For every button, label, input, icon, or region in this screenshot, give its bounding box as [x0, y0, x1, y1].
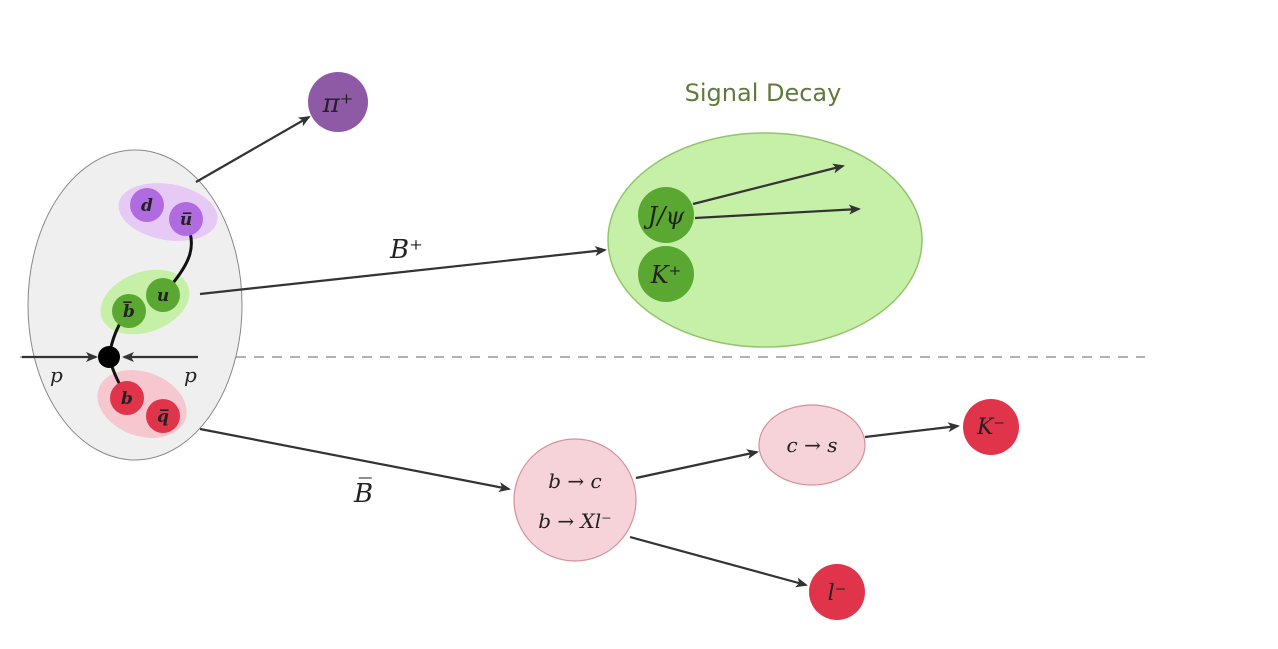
- collision-vertex: [98, 346, 120, 368]
- lepton-arrow: [629, 535, 808, 588]
- u-bar-quark: [169, 202, 203, 236]
- proton-left-label: p: [50, 363, 63, 387]
- u-bar-quark-label: u̅: [180, 210, 192, 230]
- k-minus-particle: [963, 399, 1019, 455]
- pion-arrow: [195, 116, 311, 183]
- b-quark: [110, 381, 144, 415]
- b-to-xl-label: b → Xl⁻: [538, 509, 611, 533]
- b-plus-arrow: [199, 246, 607, 296]
- k-plus-particle: [638, 246, 694, 302]
- b-to-c-label: b → c: [548, 469, 601, 493]
- pion-particle: [308, 72, 368, 132]
- q-bar-quark-label: q̅: [157, 407, 169, 427]
- lepton-particle: [809, 564, 865, 620]
- k-minus-label: K⁻: [976, 415, 1005, 440]
- b-quark-label: b: [121, 389, 133, 409]
- u-quark-label: u: [157, 286, 169, 306]
- b-bar-label: B̅: [353, 477, 373, 509]
- jpsi-particle: [638, 187, 694, 243]
- b-decay-bubble: [513, 438, 637, 562]
- c-decay-bubble: [758, 404, 866, 486]
- c-to-s-label: c → s: [787, 433, 838, 457]
- k-plus-label: K⁺: [650, 261, 682, 289]
- b-bar-quark: [112, 294, 146, 328]
- c-decay-arrow: [635, 449, 759, 480]
- b-bar-quark-label: b̅: [123, 301, 135, 322]
- jpsi-label: J/ψ: [643, 202, 686, 230]
- proton-right-label: p: [184, 363, 197, 387]
- b-bar-arrow: [199, 427, 511, 493]
- d-quark: [130, 188, 164, 222]
- signal-decay-title: Signal Decay: [685, 79, 842, 107]
- jpsi-decay-arrow-lower: [694, 204, 861, 220]
- pion-label: π⁺: [322, 89, 354, 119]
- q-bar-quark: [146, 399, 180, 433]
- signal-decay-region: [607, 132, 923, 348]
- b-plus-label: B⁺: [389, 235, 423, 265]
- d-quark-label: d: [141, 196, 153, 216]
- u-quark: [146, 278, 180, 312]
- k-minus-arrow: [864, 422, 960, 439]
- lepton-label: l⁻: [828, 581, 847, 606]
- jpsi-decay-arrow-upper: [692, 163, 845, 206]
